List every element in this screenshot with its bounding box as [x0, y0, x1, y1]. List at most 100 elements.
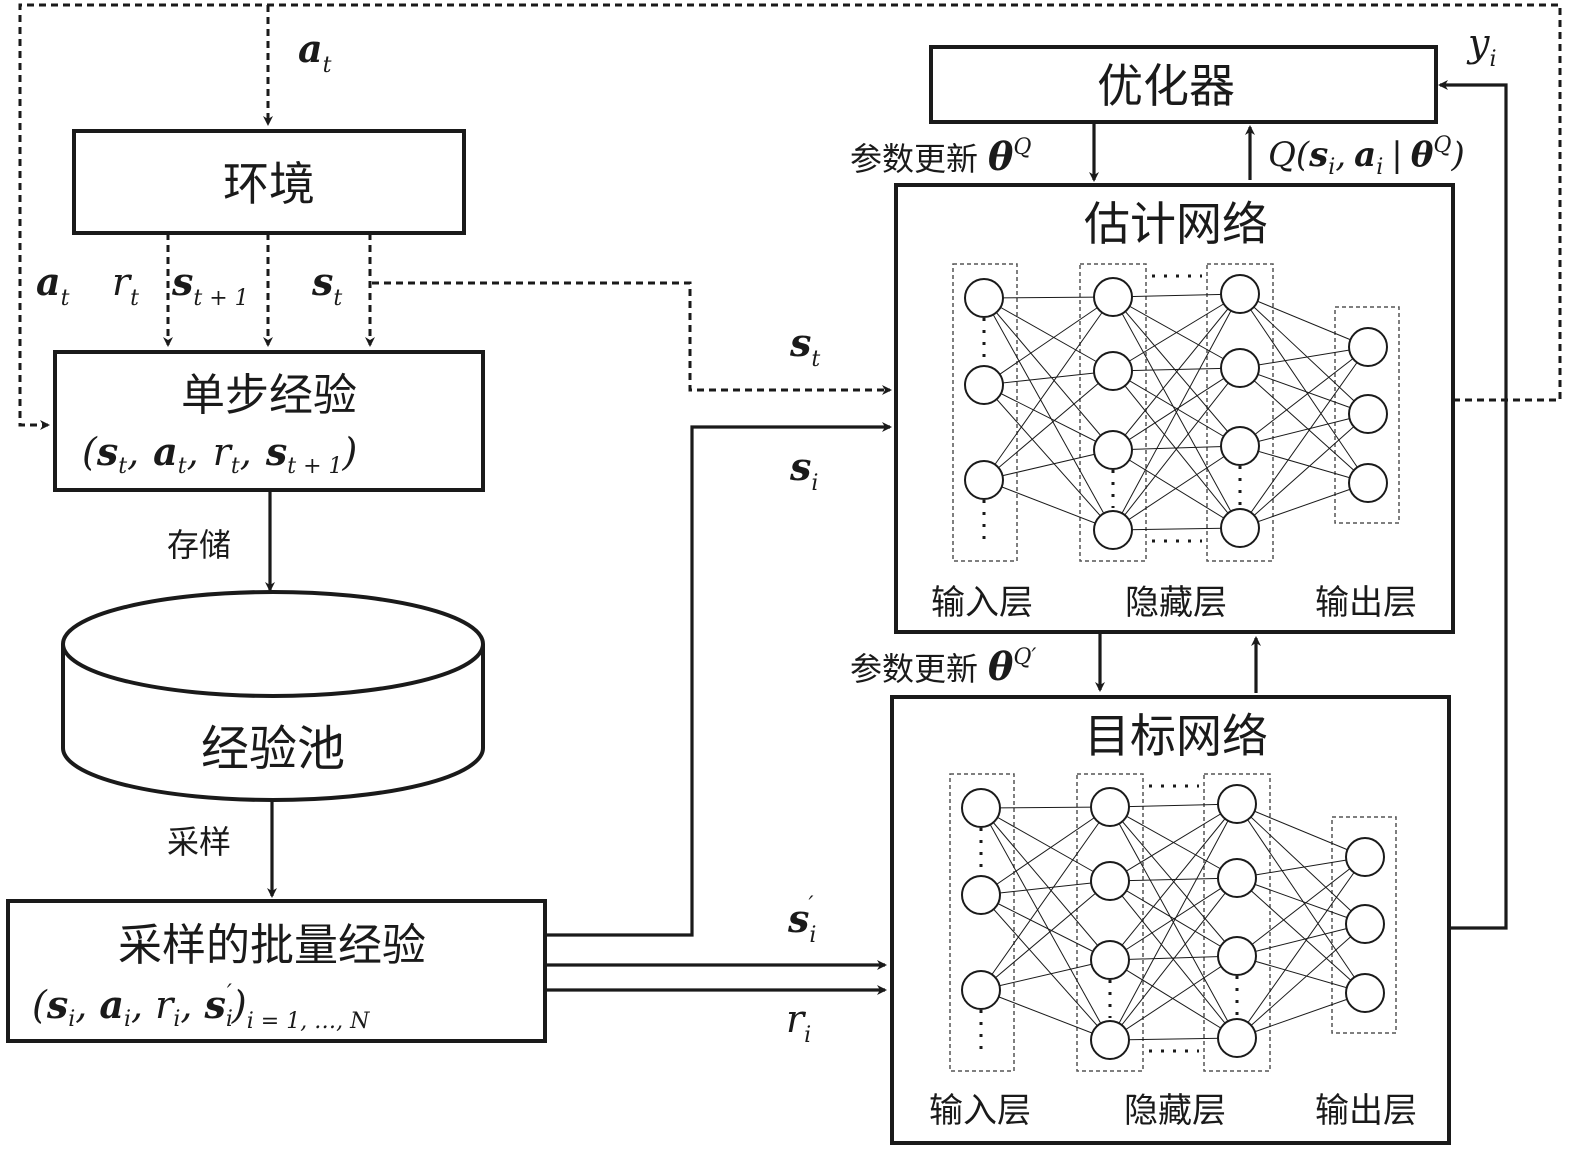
batch-experience-tuple: (si,ai,ri,si′)i = 1, …, N — [32, 981, 370, 1034]
estimate-input-layer-label: 输入层 — [931, 583, 1033, 623]
network-edge — [1239, 293, 1369, 415]
network-edge — [1239, 346, 1369, 529]
optimizer-node: 优化器 — [929, 45, 1438, 124]
neuron-node — [1220, 426, 1260, 466]
q-value-label: Q(si,ai|θQ) — [1268, 133, 1465, 180]
network-edge — [1109, 803, 1238, 882]
network-edge — [980, 806, 1111, 809]
neuron-node — [1093, 510, 1133, 550]
neuron-node — [1345, 837, 1385, 877]
network-edge — [983, 296, 1114, 481]
network-edge — [980, 880, 1111, 896]
neuron-node — [1093, 351, 1133, 391]
network-edge — [1236, 856, 1366, 1039]
neuron-node — [1217, 858, 1257, 898]
neuron-node — [961, 875, 1001, 915]
network-edge — [983, 296, 1114, 386]
network-edge — [983, 370, 1114, 386]
network-edge — [1236, 856, 1366, 879]
network-edge — [1236, 923, 1366, 1039]
state-to-estimate-net-dashed-arrow — [372, 281, 892, 395]
neuron-node — [964, 460, 1004, 500]
estimate-network-node: 估计网络 输入层 隐藏层 输出层 — [894, 183, 1455, 634]
single-experience-tuple: (st,at,rt,st + 1) — [82, 429, 357, 479]
action-label-left: at — [36, 259, 70, 311]
network-edge — [1236, 992, 1366, 1039]
target-input-layer-label: 输入层 — [929, 1091, 1031, 1131]
network-edge — [1109, 877, 1238, 1041]
network-edge — [983, 296, 1114, 299]
layer-box-3 — [1331, 816, 1397, 1034]
network-edge — [1109, 803, 1238, 808]
neuron-node — [1217, 1018, 1257, 1058]
store-label: 存储 — [167, 526, 231, 564]
neuron-node — [961, 788, 1001, 828]
estimate-network-title: 估计网络 — [1084, 197, 1268, 251]
batch-reward-label: ri — [786, 997, 811, 1048]
network-edge — [1236, 923, 1366, 957]
neuron-node — [964, 278, 1004, 318]
neuron-node — [1217, 784, 1257, 824]
network-edge — [1112, 445, 1241, 531]
state-to-estimate-label: st — [789, 320, 820, 372]
batch-experience-node: 采样的批量经验 (si,ai,ri,si′)i = 1, …, N — [6, 899, 547, 1043]
environment-node: 环境 — [72, 129, 466, 235]
neuron-node — [1090, 1020, 1130, 1060]
experience-pool-node: 经验池 — [61, 590, 485, 802]
layer-box-3 — [1334, 306, 1400, 524]
neuron-node — [1345, 973, 1385, 1013]
network-edge — [980, 807, 1111, 882]
network-edge — [1239, 346, 1369, 447]
network-edge — [1239, 367, 1369, 484]
neuron-node — [1345, 904, 1385, 944]
network-edge — [980, 807, 1111, 961]
batch-state-label: si — [789, 444, 818, 496]
network-edge — [980, 894, 1111, 961]
neuron-node — [1090, 861, 1130, 901]
network-edge — [1236, 955, 1366, 994]
network-edge — [983, 384, 1114, 531]
neuron-node — [961, 970, 1001, 1010]
network-edge — [1112, 527, 1241, 531]
network-edge — [1109, 803, 1238, 1041]
estimate-hidden-layer-label: 隐藏层 — [1125, 583, 1227, 623]
network-edge — [983, 370, 1114, 481]
network-edge — [1112, 293, 1241, 372]
optimizer-label: 优化器 — [1097, 59, 1235, 113]
target-network-graph — [949, 773, 1397, 1072]
target-hidden-layer-label: 隐藏层 — [1124, 1091, 1226, 1131]
network-edge — [1109, 955, 1238, 1041]
network-edge — [1109, 877, 1238, 882]
layer-box-0 — [949, 773, 1015, 1072]
network-edge — [1109, 959, 1238, 1039]
neuron-node — [1090, 787, 1130, 827]
network-edge — [983, 479, 1114, 531]
network-edge — [983, 297, 1114, 451]
state-label: st — [311, 259, 342, 311]
neuron-node — [964, 365, 1004, 405]
reward-label: rt — [112, 260, 139, 311]
network-edge — [1239, 346, 1369, 369]
network-edge — [1239, 413, 1369, 529]
neuron-node — [1348, 394, 1388, 434]
network-edge — [1239, 445, 1369, 484]
single-step-experience-node: 单步经验 (st,at,rt,st + 1) — [53, 350, 485, 492]
sample-label: 采样 — [167, 823, 231, 861]
network-edge — [1236, 856, 1366, 957]
layer-box-1 — [1076, 773, 1144, 1072]
neuron-node — [1217, 936, 1257, 976]
network-edge — [1112, 367, 1241, 372]
network-edge — [1112, 293, 1241, 531]
network-edge — [1112, 367, 1241, 531]
target-y-label: yi — [1466, 21, 1497, 72]
network-edge — [1236, 803, 1366, 925]
network-edge — [1112, 293, 1241, 451]
layer-box-2 — [1203, 773, 1271, 1072]
network-edge — [980, 894, 1111, 1041]
action-label-top: at — [298, 26, 332, 78]
network-edge — [1236, 803, 1366, 994]
next-state-label: st + 1 — [171, 259, 249, 311]
